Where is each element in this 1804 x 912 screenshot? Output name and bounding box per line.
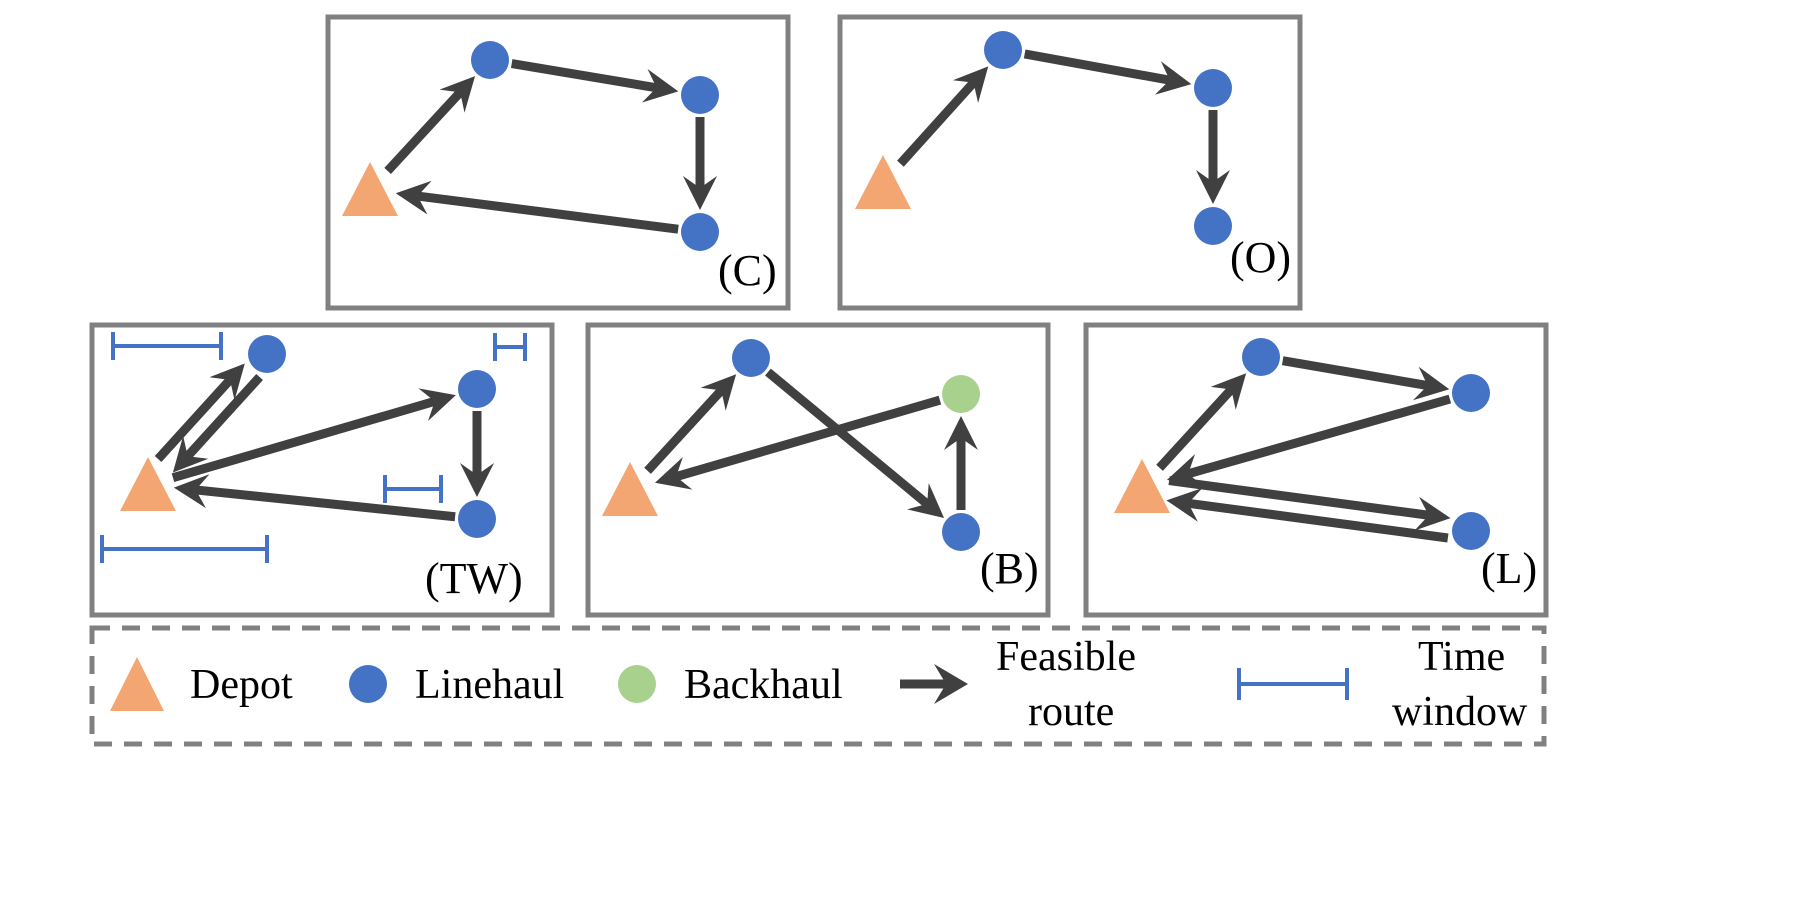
route-arrow-L-1-to-2 xyxy=(1281,356,1450,401)
linehaul-node-L-3 xyxy=(1452,512,1490,550)
depot-icon-TW xyxy=(120,457,176,511)
panel-frame-TW xyxy=(89,322,555,618)
route-arrow-B-1-to-2 xyxy=(765,368,945,518)
linehaul-node-C-2 xyxy=(681,76,719,114)
legend-linehaul-icon xyxy=(349,665,387,703)
time-window-TW-3 xyxy=(100,535,269,563)
route-arrow-TW-0-to-2 xyxy=(171,388,456,483)
legend-backhaul-label: Backhaul xyxy=(684,662,843,708)
route-arrow-B-3-to-0 xyxy=(654,395,942,490)
panel-label-L: (L) xyxy=(1481,544,1537,593)
route-arrow-B-0-to-1 xyxy=(644,374,737,474)
linehaul-node-O-1 xyxy=(984,31,1022,69)
legend-backhaul-icon xyxy=(618,665,656,703)
linehaul-node-B-1 xyxy=(732,339,770,377)
route-arrow-C-2-to-3 xyxy=(683,117,717,210)
route-arrow-C-0-to-1 xyxy=(384,76,476,174)
legend-depot-icon xyxy=(110,657,164,711)
linehaul-node-C-1 xyxy=(471,41,509,79)
route-arrow-TW-2-to-3 xyxy=(460,411,494,497)
route-arrow-B-2-to-3 xyxy=(944,416,978,510)
panel-label-C: (C) xyxy=(718,246,777,295)
panel-frame-O xyxy=(837,14,1303,311)
legend-linehaul-label: Linehaul xyxy=(415,662,564,708)
legend-time-window-label-line1: Time xyxy=(1418,634,1505,680)
time-windows-layer xyxy=(100,332,527,563)
route-arrow-C-3-to-0 xyxy=(395,180,679,234)
linehaul-node-O-3 xyxy=(1194,207,1232,245)
time-window-TW-2 xyxy=(383,475,443,503)
time-window-TW-1 xyxy=(493,333,527,361)
linehaul-node-C-3 xyxy=(681,213,719,251)
panel-frame-B xyxy=(585,322,1051,618)
route-arrow-L-0-to-1 xyxy=(1156,373,1247,471)
legend-time-window-icon xyxy=(1237,668,1349,700)
route-arrow-C-1-to-2 xyxy=(510,59,679,103)
linehaul-node-TW-2 xyxy=(458,370,496,408)
route-arrow-TW-1-to-0 xyxy=(172,373,263,473)
route-arrow-O-1-to-2 xyxy=(1023,49,1192,95)
route-arrow-O-0-to-1 xyxy=(897,66,989,167)
legend: Depot Linehaul Backhaul Feasible route T… xyxy=(110,634,1528,735)
panel-label-B: (B) xyxy=(980,544,1039,593)
panel-label-TW: (TW) xyxy=(425,554,523,603)
panel-label-O: (O) xyxy=(1230,233,1291,282)
route-arrow-L-0-to-3 xyxy=(1168,476,1451,531)
legend-route-label-line2: route xyxy=(1028,689,1114,735)
linehaul-node-L-2 xyxy=(1452,374,1490,412)
route-arrow-O-2-to-3 xyxy=(1196,110,1230,204)
route-arrow-TW-3-to-0 xyxy=(173,474,456,522)
depot-icon-O xyxy=(855,155,911,209)
linehaul-node-B-2 xyxy=(942,513,980,551)
linehaul-node-TW-3 xyxy=(458,500,496,538)
legend-box xyxy=(89,625,1547,747)
route-arrow-TW-0-to-1 xyxy=(154,363,245,463)
depot-icon-B xyxy=(602,462,658,516)
routes-layer xyxy=(154,49,1452,543)
panel-frame-L xyxy=(1083,322,1549,618)
linehaul-node-L-1 xyxy=(1242,338,1280,376)
time-window-TW-0 xyxy=(111,332,223,360)
route-arrow-L-3-to-0 xyxy=(1166,488,1449,543)
legend-route-label-line1: Feasible xyxy=(996,634,1136,680)
legend-depot-label: Depot xyxy=(190,662,293,708)
depot-icon-L xyxy=(1114,459,1170,513)
panel-frame-C xyxy=(325,14,791,311)
legend-route-arrow-icon xyxy=(900,664,968,704)
nodes-layer xyxy=(120,31,1490,551)
backhaul-node-B-3 xyxy=(942,375,980,413)
depot-icon-C xyxy=(342,162,398,216)
legend-time-window-label-line2: window xyxy=(1392,689,1528,735)
linehaul-node-TW-1 xyxy=(248,335,286,373)
linehaul-node-O-2 xyxy=(1194,69,1232,107)
